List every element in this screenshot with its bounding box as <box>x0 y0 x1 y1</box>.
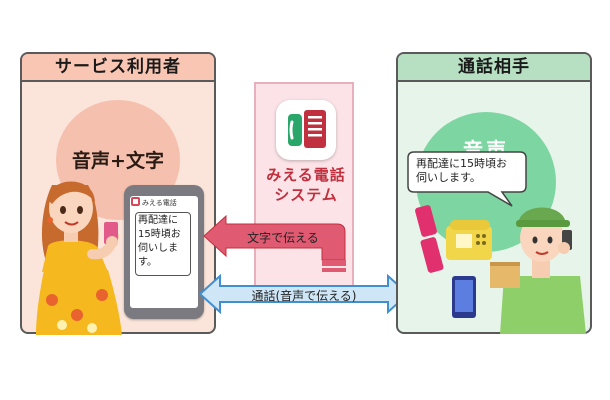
speech-bubble-text: 再配達に15時頃お伺いします。 <box>416 157 507 184</box>
phone-app-title: みえる電話 <box>142 199 177 207</box>
app-name-line2: システム <box>274 186 338 204</box>
app-name: みえる電話 システム <box>262 165 350 205</box>
landline-phone-icon <box>446 220 492 260</box>
mieru-denwa-app-icon <box>288 110 326 148</box>
text-arrow <box>203 214 346 261</box>
mieru-app-mini-icon <box>131 197 140 206</box>
app-name-line1: みえる電話 <box>266 166 346 184</box>
flip-phone-icon <box>415 205 444 273</box>
call-partner-header: 通話相手 <box>398 54 590 82</box>
text-arrow-label: 文字で伝える <box>247 231 319 245</box>
mieru-denwa-app-tile <box>276 100 336 160</box>
smartphone-icon <box>452 276 476 318</box>
smartphone-screen <box>130 196 198 308</box>
service-user-header: サービス利用者 <box>22 54 214 82</box>
phone-message-text: 再配達に15時頃お伺いします。 <box>135 212 191 276</box>
voice-text-label: 音声+文字 <box>72 150 164 172</box>
delivery-scene <box>415 205 586 334</box>
woman-illustration <box>36 181 122 335</box>
voice-arrow-label: 通話(音声で伝える) <box>251 289 357 303</box>
speech-bubble <box>407 151 527 207</box>
delivery-man-illustration <box>490 207 586 334</box>
